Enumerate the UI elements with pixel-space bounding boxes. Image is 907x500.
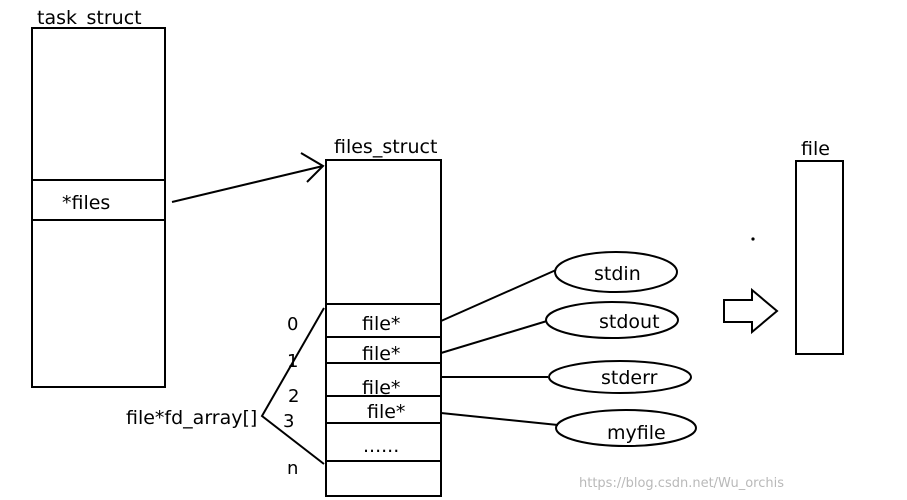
fd-index-2: 2	[288, 386, 299, 407]
stdin-ellipse	[554, 251, 678, 293]
files-struct-block: files_struct file* file* file* file* ...…	[283, 136, 442, 497]
stdout-ellipse	[545, 301, 679, 339]
fd-array-bracket-lines	[260, 307, 325, 465]
task-struct-block: task_struct *files	[31, 7, 166, 388]
stderr-label: stderr	[601, 367, 658, 389]
stream-stderr: stderr	[548, 360, 692, 394]
myfile-label: myfile	[607, 422, 666, 444]
watermark: https://blog.csdn.net/Wu_orchis	[579, 476, 784, 491]
myfile-connector	[440, 412, 559, 426]
fd-index-3: 3	[283, 411, 294, 432]
fd-index-0: 0	[287, 314, 298, 335]
task-struct-box	[31, 27, 166, 388]
fd-index-n: n	[287, 458, 298, 479]
stderr-ellipse	[548, 360, 692, 394]
fd-slot-2: file*	[362, 377, 400, 399]
files-pointer-field: *files	[62, 192, 110, 214]
hollow-arrow-icon	[723, 287, 779, 335]
stream-stdout: stdout	[545, 301, 679, 339]
fd-slot-1: file*	[362, 343, 400, 365]
stdin-label: stdin	[594, 263, 641, 285]
fd-slot-0: file*	[362, 313, 400, 335]
stream-myfile: myfile	[555, 409, 697, 447]
fd-array-label: file*fd_array[]	[126, 407, 257, 429]
stdout-connector	[440, 320, 548, 354]
stream-connectors	[440, 269, 559, 426]
stream-stdin: stdin	[554, 251, 678, 293]
fd-slot-3: file*	[367, 401, 405, 423]
files-struct-box	[325, 159, 442, 497]
files-pointer-arrow-shaft	[171, 165, 324, 203]
stdout-label: stdout	[599, 311, 660, 333]
stdin-connector	[440, 269, 557, 322]
file-block: file	[795, 138, 844, 355]
fd-array-bracket: file*fd_array[]	[126, 307, 325, 465]
stray-dot	[751, 237, 755, 241]
myfile-ellipse	[555, 409, 697, 447]
files-struct-title: files_struct	[334, 136, 437, 158]
file-title: file	[801, 138, 830, 160]
task-struct-title: task_struct	[37, 7, 142, 29]
files-pointer-arrow-head	[300, 152, 325, 183]
fd-slot-ellipsis: ......	[363, 435, 399, 457]
file-box	[795, 160, 844, 355]
files-pointer-arrow	[171, 152, 325, 203]
